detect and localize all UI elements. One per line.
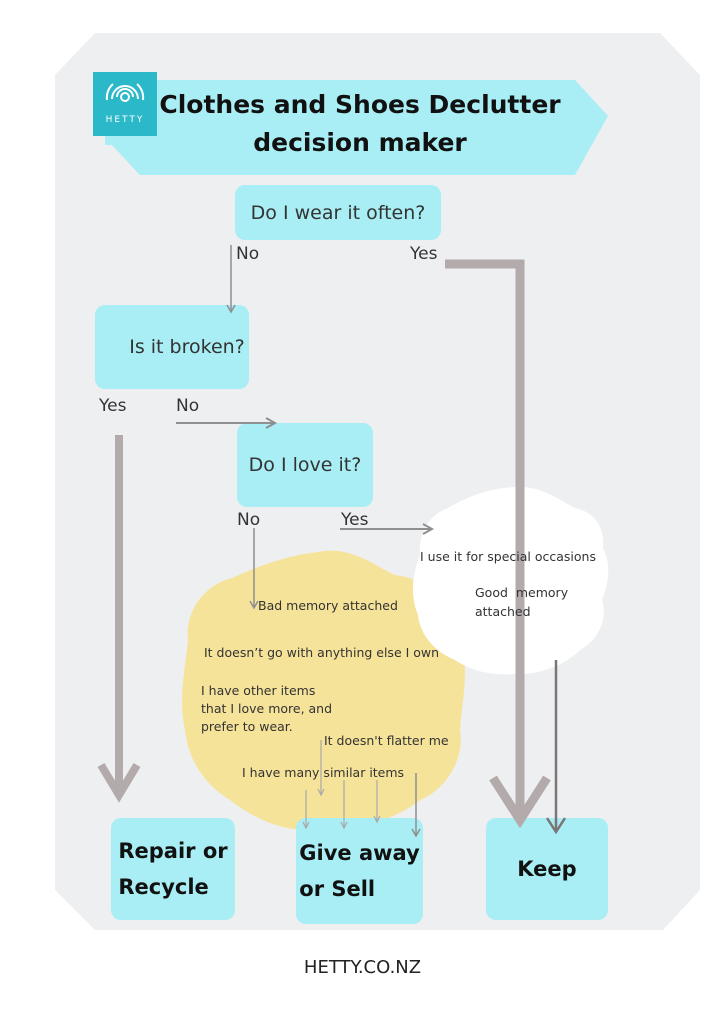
arrow-broken-no-to-love-head bbox=[265, 417, 278, 429]
radio-waves-icon bbox=[105, 83, 145, 102]
page-title: Clothes and Shoes Declutter decision mak… bbox=[150, 86, 570, 162]
question-love-it: Do I love it? bbox=[237, 423, 373, 507]
arrow-cloud-to-keep-head bbox=[545, 817, 567, 835]
label-wear-yes: Yes bbox=[410, 244, 438, 264]
question-wear-often: Do I wear it often? bbox=[235, 185, 441, 240]
question-is-broken-text: Is it broken? bbox=[129, 336, 245, 358]
question-wear-often-text: Do I wear it often? bbox=[250, 201, 426, 224]
title-banner bbox=[105, 80, 608, 175]
question-love-it-text: Do I love it? bbox=[248, 454, 362, 476]
outcome-repair-line-1: Repair or bbox=[118, 839, 228, 863]
outcome-give-away-sell: Give away or Sell bbox=[296, 818, 423, 924]
arrow-reason-5-to-give-head bbox=[411, 828, 421, 838]
arrow-wear-yes-to-keep-head bbox=[489, 775, 551, 829]
hetty-logo: HETTY bbox=[93, 72, 157, 136]
arrow-wear-yes-to-keep bbox=[445, 259, 525, 818]
give-reason-other-items-1: I have other items bbox=[201, 683, 316, 698]
keep-reason-good-memory-2: attached bbox=[475, 604, 531, 619]
arrow-broken-yes-to-repair-head bbox=[97, 762, 141, 803]
arrow-reason-2-to-give-head bbox=[317, 788, 325, 797]
give-reason-other-items-3: prefer to wear. bbox=[201, 719, 293, 734]
label-broken-no: No bbox=[176, 396, 200, 416]
title-line-1: Clothes and Shoes Declutter bbox=[159, 90, 561, 119]
outcome-give-line-2: or Sell bbox=[299, 877, 376, 901]
outcome-keep: Keep bbox=[486, 818, 608, 920]
footer-website: HETTY.CO.NZ bbox=[303, 957, 422, 978]
give-reason-doesnt-flatter: It doesn't flatter me bbox=[324, 733, 449, 748]
keep-reason-special-occasions: I use it for special occasions bbox=[420, 549, 596, 564]
title-line-2: decision maker bbox=[253, 128, 467, 157]
arrow-reason-3-to-give-head bbox=[340, 821, 348, 830]
give-reason-similar-items: I have many similar items bbox=[242, 765, 405, 780]
outcome-repair-line-2: Recycle bbox=[118, 875, 209, 899]
question-is-broken: Is it broken? bbox=[95, 305, 249, 389]
arrow-wear-no-to-broken-head bbox=[226, 304, 236, 314]
logo-text: HETTY bbox=[105, 115, 145, 125]
outcome-keep-text: Keep bbox=[517, 857, 577, 881]
arrow-reason-4-to-give-head bbox=[373, 815, 381, 824]
keep-reason-good-memory-1: Good memory bbox=[475, 585, 569, 600]
label-broken-yes: Yes bbox=[99, 396, 127, 416]
give-reason-doesnt-go: It doesn’t go with anything else I own bbox=[204, 645, 440, 660]
keep-reasons-cloud-shape bbox=[412, 486, 609, 675]
give-reason-other-items-2: that I love more, and bbox=[201, 701, 333, 716]
label-love-no: No bbox=[237, 510, 261, 530]
arrow-love-no-to-blob-head bbox=[249, 600, 259, 610]
outcome-give-line-1: Give away bbox=[299, 841, 420, 865]
label-wear-no: No bbox=[236, 244, 260, 264]
give-reason-bad-memory: Bad memory attached bbox=[258, 598, 398, 613]
label-love-yes: Yes bbox=[341, 510, 369, 530]
outcome-repair-recycle: Repair or Recycle bbox=[111, 818, 235, 920]
arrow-love-yes-to-cloud-head bbox=[422, 523, 435, 535]
give-away-reasons-blob bbox=[181, 550, 465, 830]
arrow-reason-1-to-give-head bbox=[302, 821, 310, 830]
